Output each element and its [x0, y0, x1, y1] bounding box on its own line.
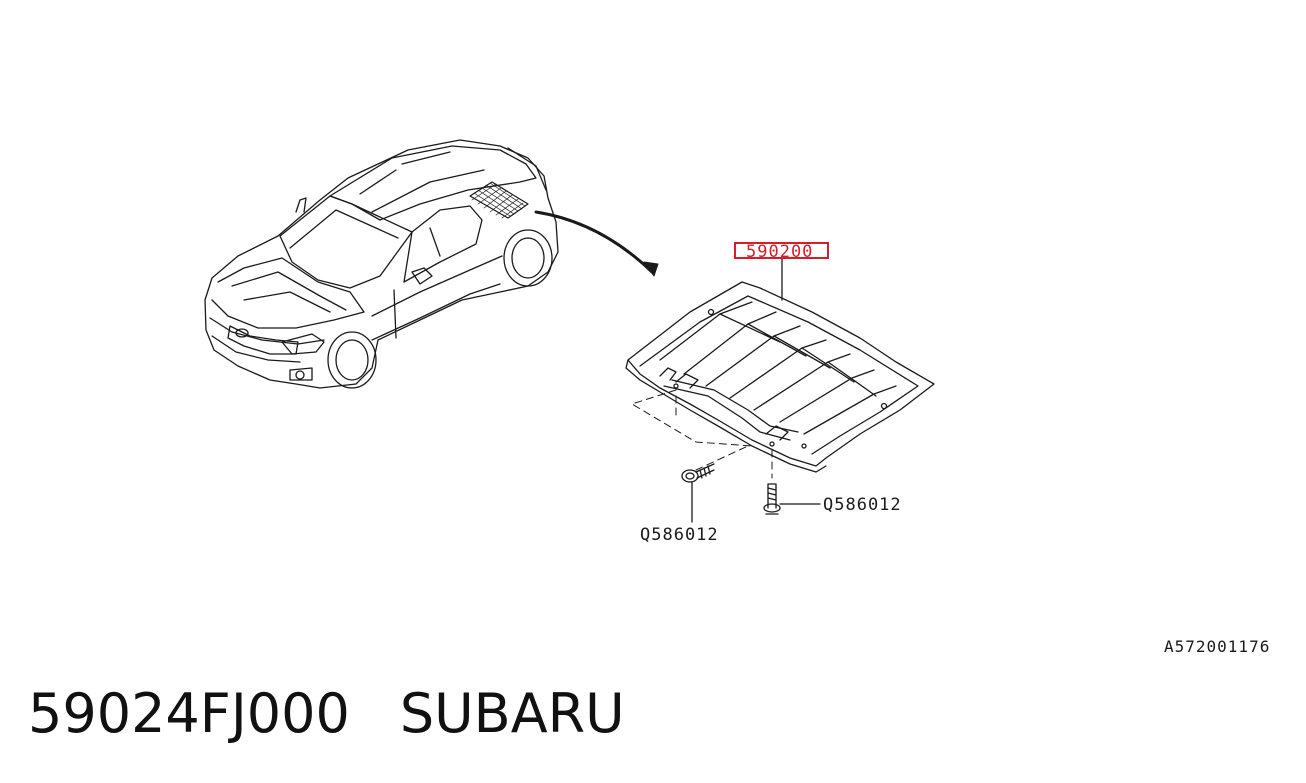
footer-title: 59024FJ000 SUBARU — [28, 682, 625, 745]
brand-name: SUBARU — [399, 682, 625, 745]
fastener-right — [763, 483, 821, 515]
car-illustration — [204, 139, 559, 389]
fastener-right-label[interactable]: Q586012 — [823, 495, 902, 515]
install-lines — [631, 389, 773, 479]
under-cover-part — [625, 281, 935, 473]
figure-id: A572001176 — [1164, 637, 1270, 656]
fastener-left — [681, 463, 715, 523]
part-number: 59024FJ000 — [28, 682, 350, 745]
fastener-left-label[interactable]: Q586012 — [640, 525, 719, 545]
main-callout-label[interactable]: 590200 — [746, 242, 813, 262]
main-callout-highlight-box[interactable] — [734, 242, 829, 259]
location-leader — [534, 210, 659, 277]
